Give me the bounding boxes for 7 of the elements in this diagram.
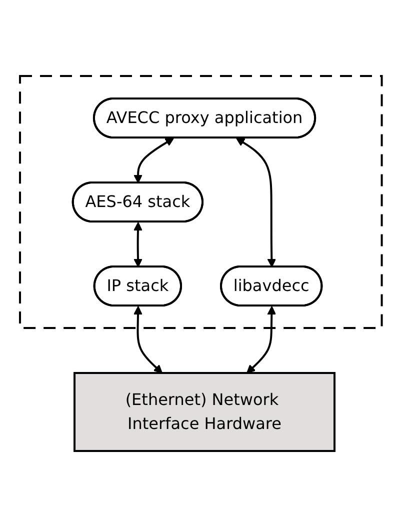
arrow bbox=[133, 222, 142, 268]
arrow bbox=[133, 306, 162, 374]
arrow bbox=[236, 138, 276, 268]
cluster bbox=[18, 75, 382, 329]
arrow bbox=[246, 306, 276, 374]
node-box: (Ethernet) Network Interface Hardware bbox=[73, 372, 336, 452]
arrow bbox=[133, 138, 174, 184]
